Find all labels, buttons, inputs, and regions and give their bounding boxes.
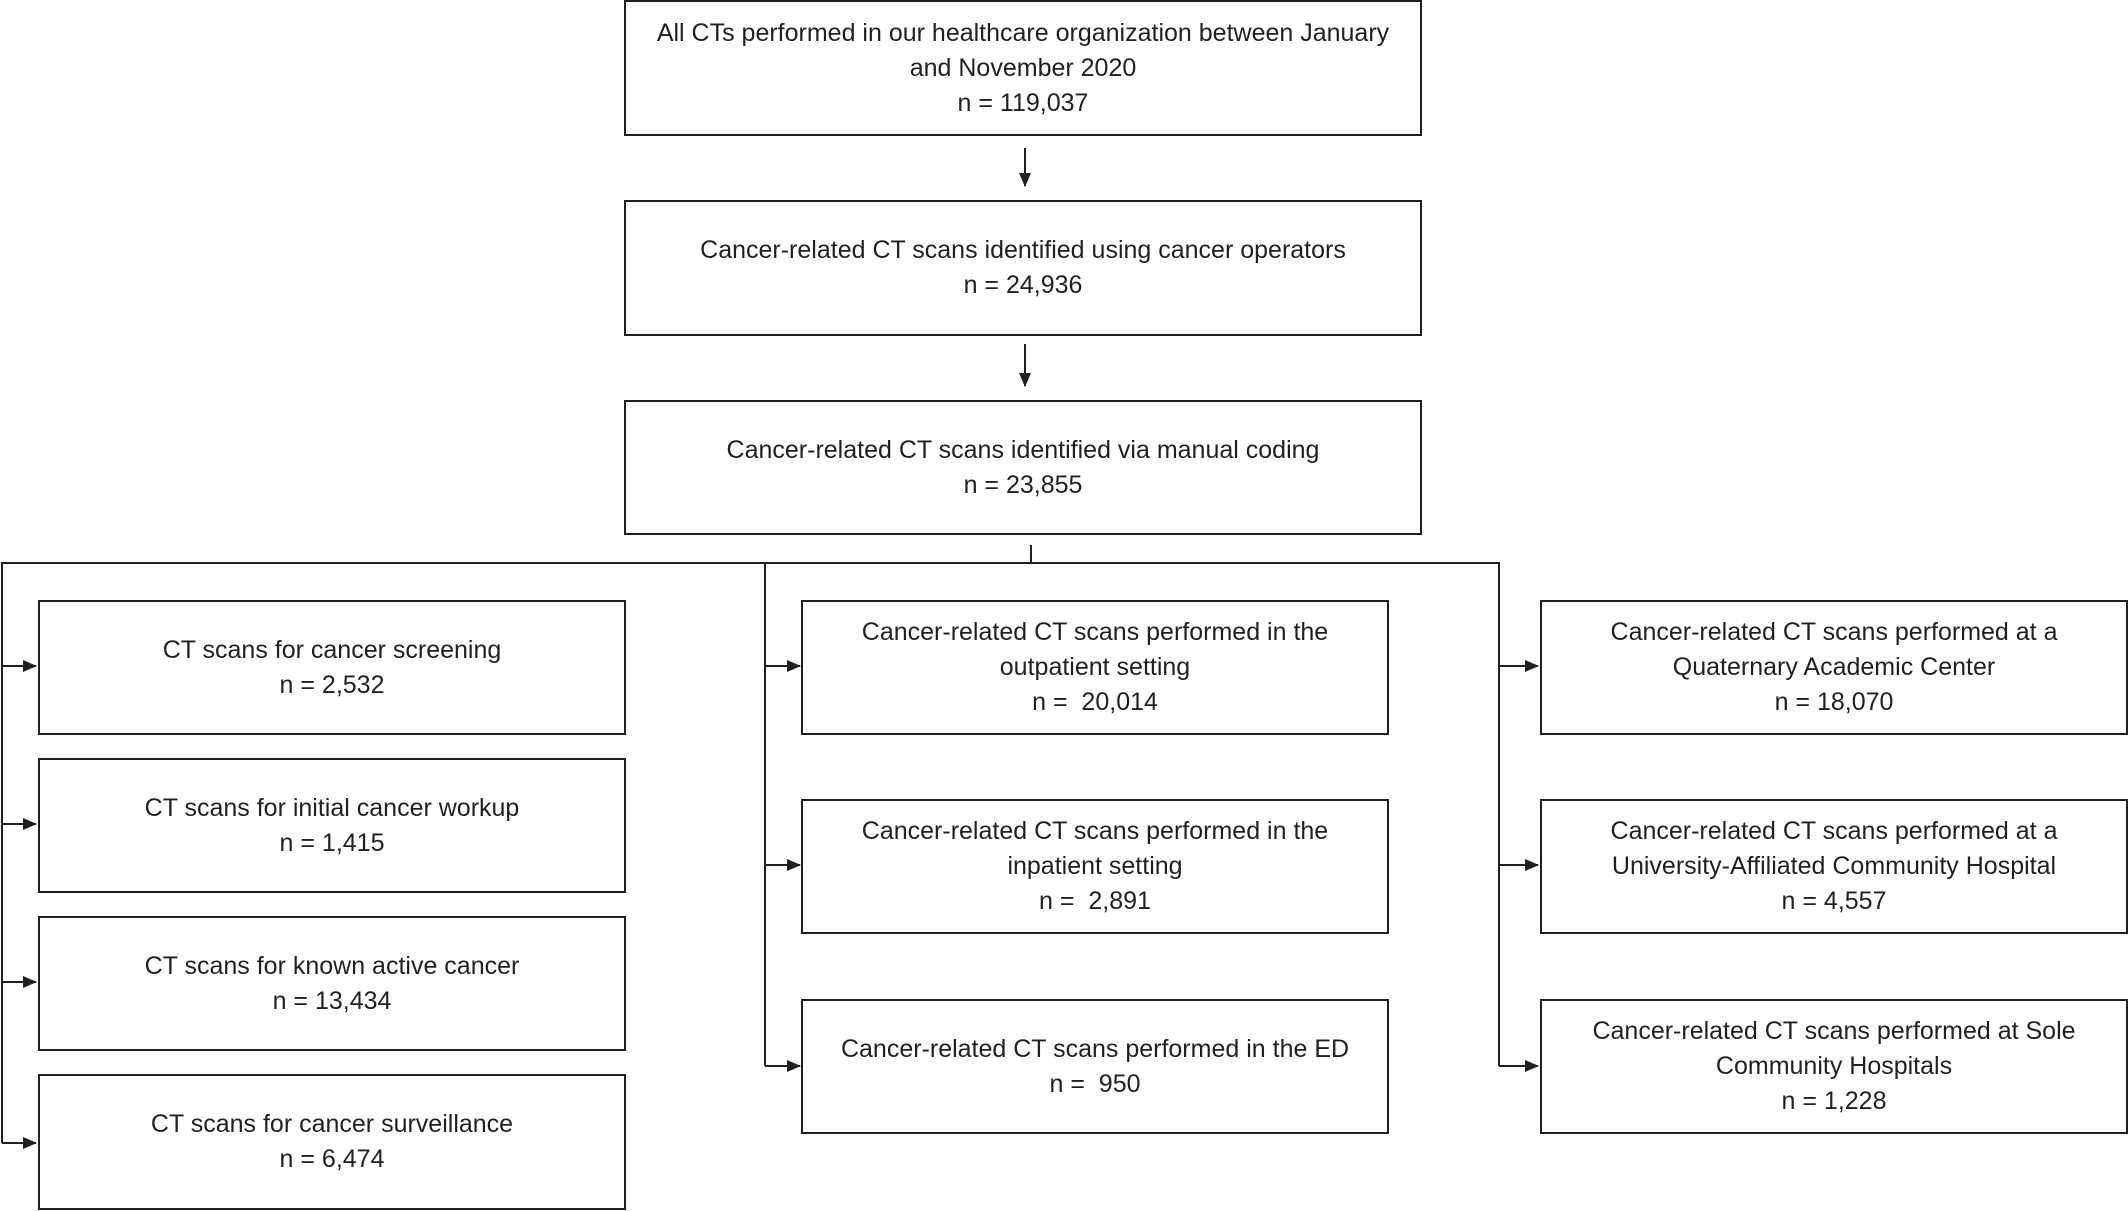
box-count: n = 13,434 xyxy=(272,986,392,1015)
box-count: n = 119,037 xyxy=(957,88,1089,117)
box-count: n = 23,855 xyxy=(963,470,1083,499)
box-label: Cancer-related CT scans performed at Sol… xyxy=(1592,1017,2083,1080)
box-label: Cancer-related CT scans identified via m… xyxy=(726,435,1320,464)
box-label: Cancer-related CT scans performed at a U… xyxy=(1610,817,2065,880)
box-indication-active: CT scans for known active cancer n = 13,… xyxy=(38,916,626,1051)
box-setting-outpatient: Cancer-related CT scans performed in the… xyxy=(801,600,1389,735)
box-count: n = 1,228 xyxy=(1781,1087,1887,1115)
box-count: n = 2,891 xyxy=(1039,887,1151,915)
box-indication-screening: CT scans for cancer screening n = 2,532 xyxy=(38,600,626,735)
box-label: Cancer-related CT scans performed in the… xyxy=(840,1034,1350,1063)
box-label: CT scans for known active cancer xyxy=(144,951,520,980)
box-setting-ed: Cancer-related CT scans performed in the… xyxy=(801,999,1389,1134)
box-label: Cancer-related CT scans performed at a Q… xyxy=(1610,618,2065,681)
box-indication-surveillance: CT scans for cancer surveillance n = 6,4… xyxy=(38,1074,626,1210)
box-site-university-affiliated: Cancer-related CT scans performed at a U… xyxy=(1540,799,2128,934)
box-count: n = 1,415 xyxy=(279,828,385,857)
box-label: Cancer-related CT scans performed in the… xyxy=(861,817,1336,880)
box-count: n = 18,070 xyxy=(1774,688,1894,716)
box-count: n = 2,532 xyxy=(279,670,385,699)
box-count: n = 950 xyxy=(1049,1069,1141,1098)
box-manual-coding: Cancer-related CT scans identified via m… xyxy=(624,400,1422,535)
box-label: Cancer-related CT scans performed in the… xyxy=(861,618,1336,681)
box-label: All CTs performed in our healthcare orga… xyxy=(656,18,1397,82)
box-count: n = 24,936 xyxy=(963,271,1083,299)
box-label: CT scans for initial cancer workup xyxy=(144,793,520,822)
box-indication-workup: CT scans for initial cancer workup n = 1… xyxy=(38,758,626,893)
box-count: n = 4,557 xyxy=(1781,887,1887,915)
box-label: CT scans for cancer screening xyxy=(162,635,502,664)
box-all-cts: All CTs performed in our healthcare orga… xyxy=(624,0,1422,136)
box-count: n = 6,474 xyxy=(279,1145,385,1173)
box-setting-inpatient: Cancer-related CT scans performed in the… xyxy=(801,799,1389,934)
box-site-quaternary: Cancer-related CT scans performed at a Q… xyxy=(1540,600,2128,735)
box-site-sole-community: Cancer-related CT scans performed at Sol… xyxy=(1540,999,2128,1134)
box-label: CT scans for cancer surveillance xyxy=(150,1110,514,1138)
box-label: Cancer-related CT scans identified using… xyxy=(700,236,1346,264)
box-count: n = 20,014 xyxy=(1032,688,1158,716)
box-cancer-operators: Cancer-related CT scans identified using… xyxy=(624,200,1422,336)
